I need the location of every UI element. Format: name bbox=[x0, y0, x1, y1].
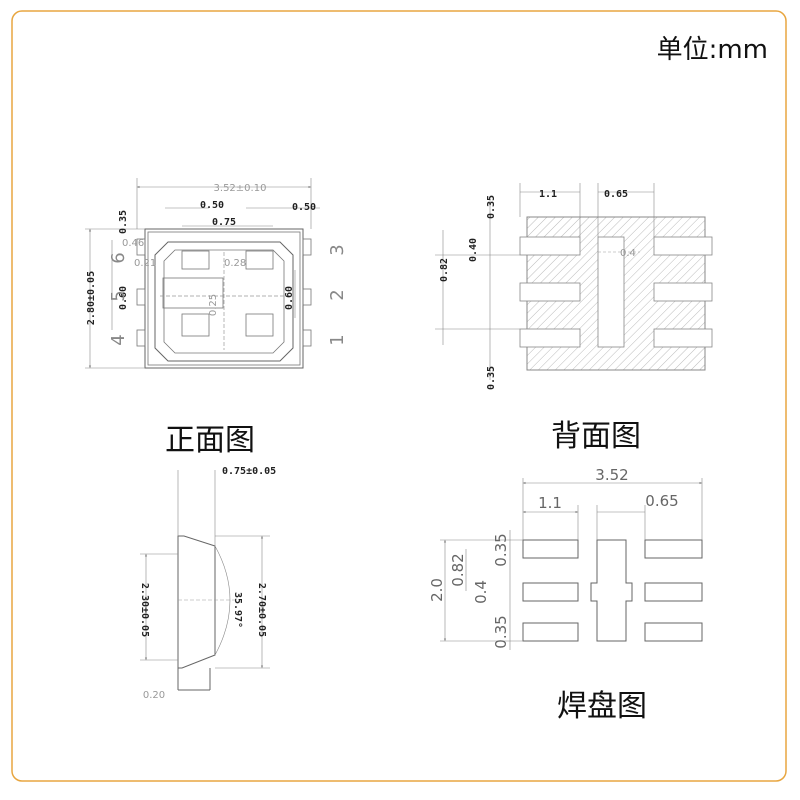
pad-label-height: 2.0 bbox=[428, 578, 446, 602]
front-label-inner-c: 0.28 bbox=[224, 258, 246, 269]
back-label-left-span: 0.82 bbox=[439, 258, 450, 282]
pin-label-6: 6 bbox=[108, 252, 129, 263]
pad-l3 bbox=[522, 622, 579, 642]
back-pad-r2 bbox=[653, 282, 713, 302]
pad-r3 bbox=[644, 622, 703, 642]
back-label-center-mark: 0.4 bbox=[620, 248, 636, 259]
side-angle-arc bbox=[214, 545, 231, 656]
pad-label-bottom: 0.35 bbox=[492, 615, 510, 648]
front-label-width: 3.52±0.10 bbox=[214, 183, 267, 194]
front-lens-outer bbox=[154, 241, 294, 362]
pad-r1 bbox=[644, 539, 703, 559]
pin-label-3: 3 bbox=[327, 244, 348, 255]
outer-frame bbox=[11, 10, 787, 782]
front-label-height: 2.80±0.05 bbox=[86, 271, 97, 325]
front-lead-r3 bbox=[302, 329, 312, 347]
pad-center bbox=[590, 539, 633, 642]
front-label-inner-b: 0.21 bbox=[134, 258, 156, 269]
front-pad-a bbox=[181, 250, 210, 270]
pin-label-2: 2 bbox=[327, 289, 348, 300]
side-label-thickness: 0.75±0.05 bbox=[222, 466, 276, 477]
pin-label-5: 5 bbox=[108, 290, 129, 301]
front-center-pad bbox=[162, 277, 224, 309]
back-pad-l1 bbox=[519, 236, 581, 256]
pad-label-top: 0.35 bbox=[492, 533, 510, 566]
side-view: 0.75±0.05 2.30±0.05 2.70±0.05 35.97° 0.2… bbox=[139, 466, 276, 701]
pad-layout-view: 3.52 1.1 0.65 2.0 0.82 0.35 0.4 0.35 bbox=[428, 466, 703, 650]
front-label-center-w: 0.75 bbox=[212, 217, 236, 228]
side-label-foot: 0.20 bbox=[143, 690, 165, 701]
front-pad-b bbox=[245, 250, 274, 270]
back-view-title: 背面图 bbox=[551, 419, 641, 454]
pad-l1 bbox=[522, 539, 579, 559]
pad-l2 bbox=[522, 582, 579, 602]
back-label-top-right: 0.65 bbox=[604, 189, 628, 200]
front-label-inner-a: 0.46 bbox=[122, 238, 144, 249]
pin-label-4: 4 bbox=[108, 334, 129, 345]
back-label-left-mid: 0.40 bbox=[468, 238, 479, 262]
front-pad-d bbox=[181, 313, 210, 337]
pad-label-total: 3.52 bbox=[595, 466, 628, 484]
back-label-top-left: 1.1 bbox=[539, 189, 557, 200]
back-label-left-top: 0.35 bbox=[486, 195, 497, 219]
back-center-pad bbox=[597, 236, 625, 348]
side-label-outer: 2.70±0.05 bbox=[256, 583, 267, 637]
pad-label-left: 1.1 bbox=[538, 494, 562, 512]
back-pad-l3 bbox=[519, 328, 581, 348]
front-label-center-v: 0.25 bbox=[208, 294, 219, 316]
side-label-inner: 2.30±0.05 bbox=[139, 583, 150, 637]
front-label-pad-left: 0.60 bbox=[118, 286, 129, 310]
pad-label-right: 0.65 bbox=[645, 492, 678, 510]
front-view-title: 正面图 bbox=[165, 423, 255, 458]
front-lead-r2 bbox=[302, 288, 312, 306]
back-pad-l2 bbox=[519, 282, 581, 302]
pin-label-1: 1 bbox=[327, 334, 348, 345]
front-lead-r1 bbox=[302, 238, 312, 256]
front-lens-inner bbox=[163, 249, 285, 354]
pad-view-title: 焊盘图 bbox=[557, 689, 647, 724]
front-pad-c bbox=[245, 313, 274, 337]
back-pad-r1 bbox=[653, 236, 713, 256]
front-view: 3.52±0.10 0.50 0.50 0.75 2.80±0.05 0.35 … bbox=[85, 178, 348, 369]
back-pad-r3 bbox=[653, 328, 713, 348]
side-label-angle: 35.97° bbox=[232, 592, 243, 628]
front-label-pitch-right: 0.50 bbox=[292, 202, 316, 213]
front-lead-l2 bbox=[136, 288, 146, 306]
front-label-pitch-top: 0.50 bbox=[200, 200, 224, 211]
front-label-top-gap: 0.35 bbox=[118, 210, 129, 234]
side-body bbox=[177, 535, 216, 669]
pad-r2 bbox=[644, 582, 703, 602]
back-label-left-bottom: 0.35 bbox=[486, 366, 497, 390]
pad-label-span: 0.82 bbox=[449, 553, 467, 586]
pad-label-gap: 0.4 bbox=[472, 580, 490, 604]
front-lead-l3 bbox=[136, 329, 146, 347]
back-view: 1.1 0.65 0.35 0.40 0.82 0.35 0.4 bbox=[435, 183, 713, 390]
front-label-pad-right: 0.60 bbox=[284, 286, 295, 310]
unit-label: 单位:mm bbox=[657, 35, 768, 65]
front-lead-l1 bbox=[136, 238, 146, 256]
front-body-inner bbox=[147, 231, 301, 366]
